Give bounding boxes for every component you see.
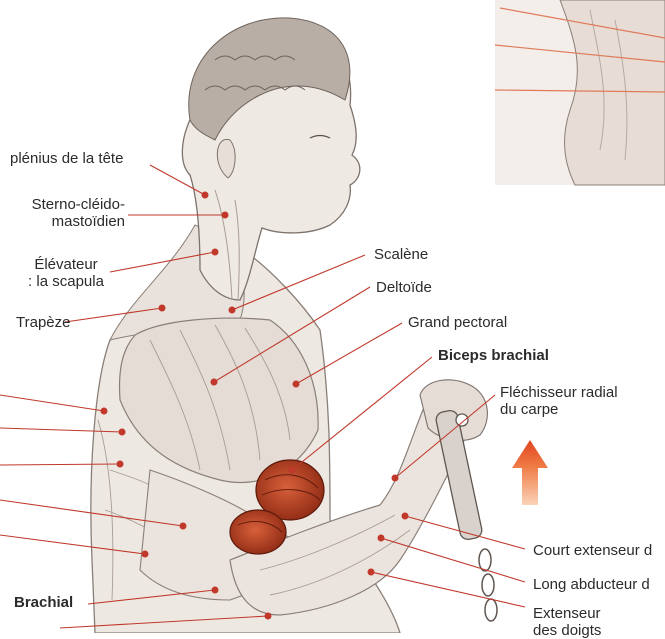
label-trapeze: Trapèze [16, 314, 70, 331]
label-extenseur-doigts: Extenseur des doigts [533, 605, 601, 639]
label-sterno-cleido-mastoidien: Sterno-cléido- mastoïdien [10, 196, 125, 230]
label-court-extenseur: Court extenseur d [533, 542, 652, 559]
label-long-abducteur: Long abducteur d [533, 576, 650, 593]
label-biceps-brachial: Biceps brachial [438, 347, 549, 364]
inset-panel [495, 0, 665, 185]
cable-handle [435, 409, 497, 621]
label-grand-pectoral: Grand pectoral [408, 314, 507, 331]
label-brachial: Brachial [14, 594, 73, 611]
up-arrow-icon [512, 440, 548, 505]
label-elevateur-scapula: Élévateur : la scapula [3, 256, 129, 290]
label-flechisseur-radial: Fléchisseur radial du carpe [500, 384, 618, 418]
label-splenius: plénius de la tête [10, 150, 123, 167]
head [182, 18, 359, 300]
label-scalene: Scalène [374, 246, 428, 263]
label-deltoide: Deltoïde [376, 279, 432, 296]
